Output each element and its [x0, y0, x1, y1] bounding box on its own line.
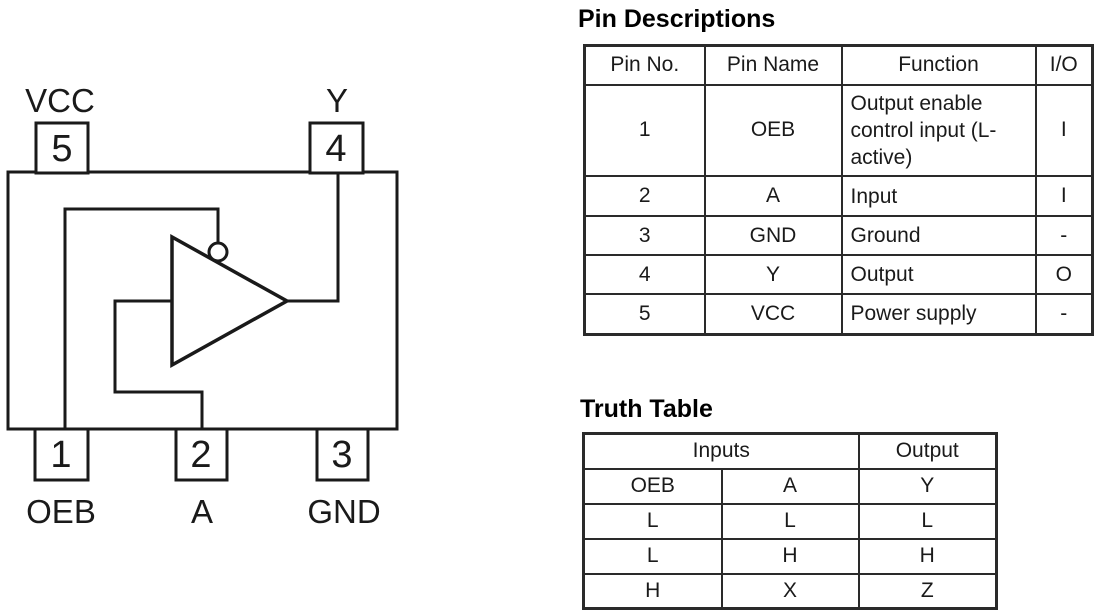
- cell-io: I: [1034, 83, 1094, 178]
- cell-function: Power supply: [840, 293, 1037, 336]
- buffer-triangle-icon: [170, 234, 291, 368]
- group-header-inputs: Inputs: [582, 432, 860, 470]
- pin5-number: 5: [51, 128, 72, 170]
- table-row: 4 Y Output O: [583, 254, 1094, 296]
- cell-oeb: H: [582, 572, 723, 610]
- col-header-oeb: OEB: [582, 467, 723, 505]
- pin-descriptions-title: Pin Descriptions: [578, 5, 776, 33]
- col-header-pin-name: Pin Name: [703, 44, 843, 86]
- pin-descriptions-table: Pin No. Pin Name Function I/O 1 OEB Outp…: [583, 44, 1094, 336]
- cell-pin-name: A: [703, 175, 843, 218]
- table-row: 5 VCC Power supply -: [583, 293, 1094, 336]
- cell-pin-name: VCC: [703, 293, 843, 336]
- table-row: 1 OEB Output enable control input (L-act…: [583, 83, 1094, 178]
- col-header-io: I/O: [1034, 44, 1094, 86]
- cell-pin-no: 4: [583, 254, 706, 296]
- cell-io: O: [1034, 254, 1094, 296]
- cell-pin-name: Y: [703, 254, 843, 296]
- inverter-bubble-icon: [207, 241, 229, 263]
- cell-io: -: [1034, 215, 1094, 257]
- pin3-number: 3: [331, 434, 352, 476]
- pin-table-header-row: Pin No. Pin Name Function I/O: [583, 44, 1094, 86]
- table-row: 3 GND Ground -: [583, 215, 1094, 257]
- cell-pin-no: 2: [583, 175, 706, 218]
- table-row: H X Z: [582, 572, 998, 610]
- cell-a: X: [720, 572, 860, 610]
- cell-y: L: [857, 502, 998, 540]
- cell-pin-no: 5: [583, 293, 706, 336]
- pin5-box: [34, 121, 90, 175]
- truth-column-header-row: OEB A Y: [582, 467, 998, 505]
- table-row: L H H: [582, 537, 998, 575]
- cell-function: Output: [840, 254, 1037, 296]
- cell-oeb: L: [582, 537, 723, 575]
- pin5-label: VCC: [25, 82, 95, 119]
- input-a-wire: [113, 299, 204, 429]
- col-header-function: Function: [840, 44, 1037, 86]
- pin3-label: GND: [307, 493, 380, 530]
- group-header-output: Output: [857, 432, 998, 470]
- pin3-box: [315, 427, 370, 482]
- pin4-number: 4: [325, 128, 346, 170]
- cell-pin-name: OEB: [703, 83, 843, 178]
- cell-pin-name: GND: [703, 215, 843, 257]
- cell-pin-no: 3: [583, 215, 706, 257]
- output-y-wire: [287, 172, 340, 303]
- pin2-number: 2: [190, 434, 211, 476]
- cell-function: Ground: [840, 215, 1037, 257]
- truth-table: Inputs Output OEB A Y L L L L H H H X Z: [582, 432, 998, 610]
- pin4-label: Y: [326, 82, 348, 119]
- cell-function: Output enable control input (L-active): [840, 83, 1037, 178]
- cell-a: L: [720, 502, 860, 540]
- cell-oeb: L: [582, 502, 723, 540]
- pinout-diagram: VCC Y OEB A GND 5 4 1 2 3: [6, 82, 399, 530]
- cell-a: H: [720, 537, 860, 575]
- col-header-y: Y: [857, 467, 998, 505]
- table-row: L L L: [582, 502, 998, 540]
- cell-function: Input: [840, 175, 1037, 218]
- pin1-label: OEB: [26, 493, 96, 530]
- truth-table-title: Truth Table: [580, 395, 713, 423]
- pin2-label: A: [191, 493, 213, 530]
- col-header-pin-no: Pin No.: [583, 44, 706, 86]
- cell-io: -: [1034, 293, 1094, 336]
- col-header-a: A: [720, 467, 860, 505]
- table-row: 2 A Input I: [583, 175, 1094, 218]
- truth-group-header-row: Inputs Output: [582, 432, 998, 470]
- pin1-box: [33, 427, 90, 482]
- cell-pin-no: 1: [583, 83, 706, 178]
- oeb-enable-wire: [63, 207, 220, 429]
- cell-y: H: [857, 537, 998, 575]
- cell-io: I: [1034, 175, 1094, 218]
- pin1-number: 1: [50, 434, 71, 476]
- cell-y: Z: [857, 572, 998, 610]
